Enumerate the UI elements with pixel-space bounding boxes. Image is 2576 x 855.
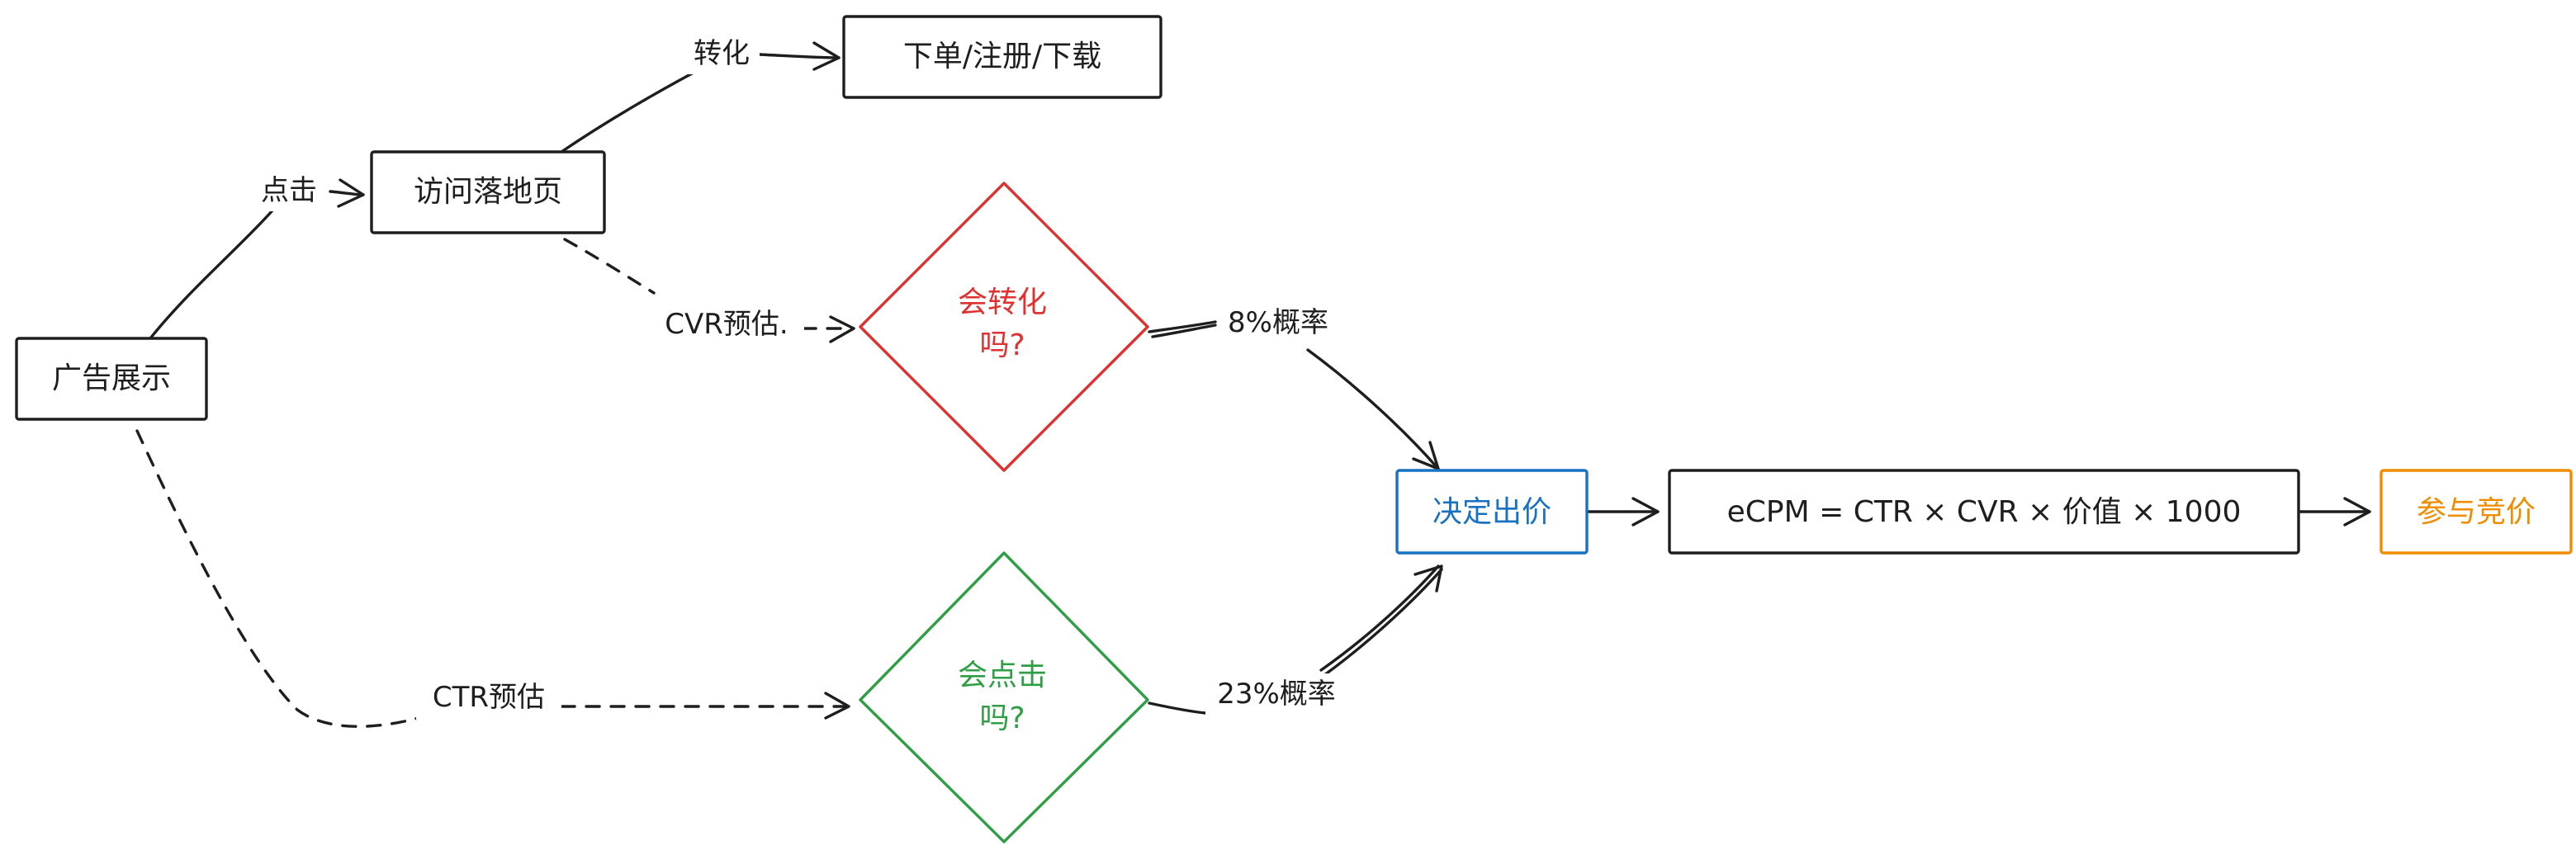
svg-text:8%概率: 8%概率 [1228,306,1328,339]
edge-will-convert-to-bid [1148,320,1440,470]
node-ecpm-formula-label: eCPM = CTR × CVR × 价值 × 1000 [1727,495,2242,529]
edge-bid-to-ecpm [1585,497,1660,527]
node-decide-bid-label: 决定出价 [1432,495,1551,529]
node-conversion-action: 下单/注册/下载 [842,15,1163,99]
node-will-click: 会点击 吗? [859,551,1149,843]
node-join-auction: 参与竞价 [2379,469,2573,555]
node-will-click-line2: 吗? [979,701,1025,735]
node-will-click-line1: 会点击 [958,659,1047,692]
edge-label-ctr-estimate: CTR预估 [416,677,561,720]
edge-will-click-to-bid [1148,564,1443,715]
node-will-convert: 会转化 吗? [859,182,1149,472]
edge-label-click: 点击 [251,170,327,211]
node-will-convert-line1: 会转化 [958,286,1047,319]
edge-landing-to-conversion [560,41,841,154]
edge-landing-to-will-convert [563,238,855,343]
edge-label-convert: 转化 [684,33,760,74]
node-decide-bid: 决定出价 [1395,469,1589,555]
edge-ecpm-to-auction [2299,497,2371,527]
node-landing-page: 访问落地页 [370,150,606,234]
svg-text:转化: 转化 [694,37,750,70]
node-join-auction-label: 参与竞价 [2417,495,2536,529]
node-ad-display: 广告展示 [15,337,208,421]
node-conversion-action-label: 下单/注册/下载 [903,40,1101,73]
edge-display-to-will-click [135,429,850,728]
node-ad-display-label: 广告展示 [52,361,171,395]
edge-label-convert-prob: 8%概率 [1217,302,1342,345]
node-ecpm-formula: eCPM = CTR × CVR × 价值 × 1000 [1668,469,2300,555]
svg-text:23%概率: 23%概率 [1217,678,1336,711]
edge-label-cvr-estimate: CVR预估. [652,304,804,347]
edge-display-to-landing [149,178,365,340]
svg-text:CTR预估: CTR预估 [433,681,545,714]
edge-label-click-prob: 23%概率 [1205,673,1347,716]
svg-text:CVR预估.: CVR预估. [665,308,788,341]
node-landing-page-label: 访问落地页 [414,175,562,209]
svg-text:点击: 点击 [261,174,317,207]
node-will-convert-line2: 吗? [979,328,1025,362]
